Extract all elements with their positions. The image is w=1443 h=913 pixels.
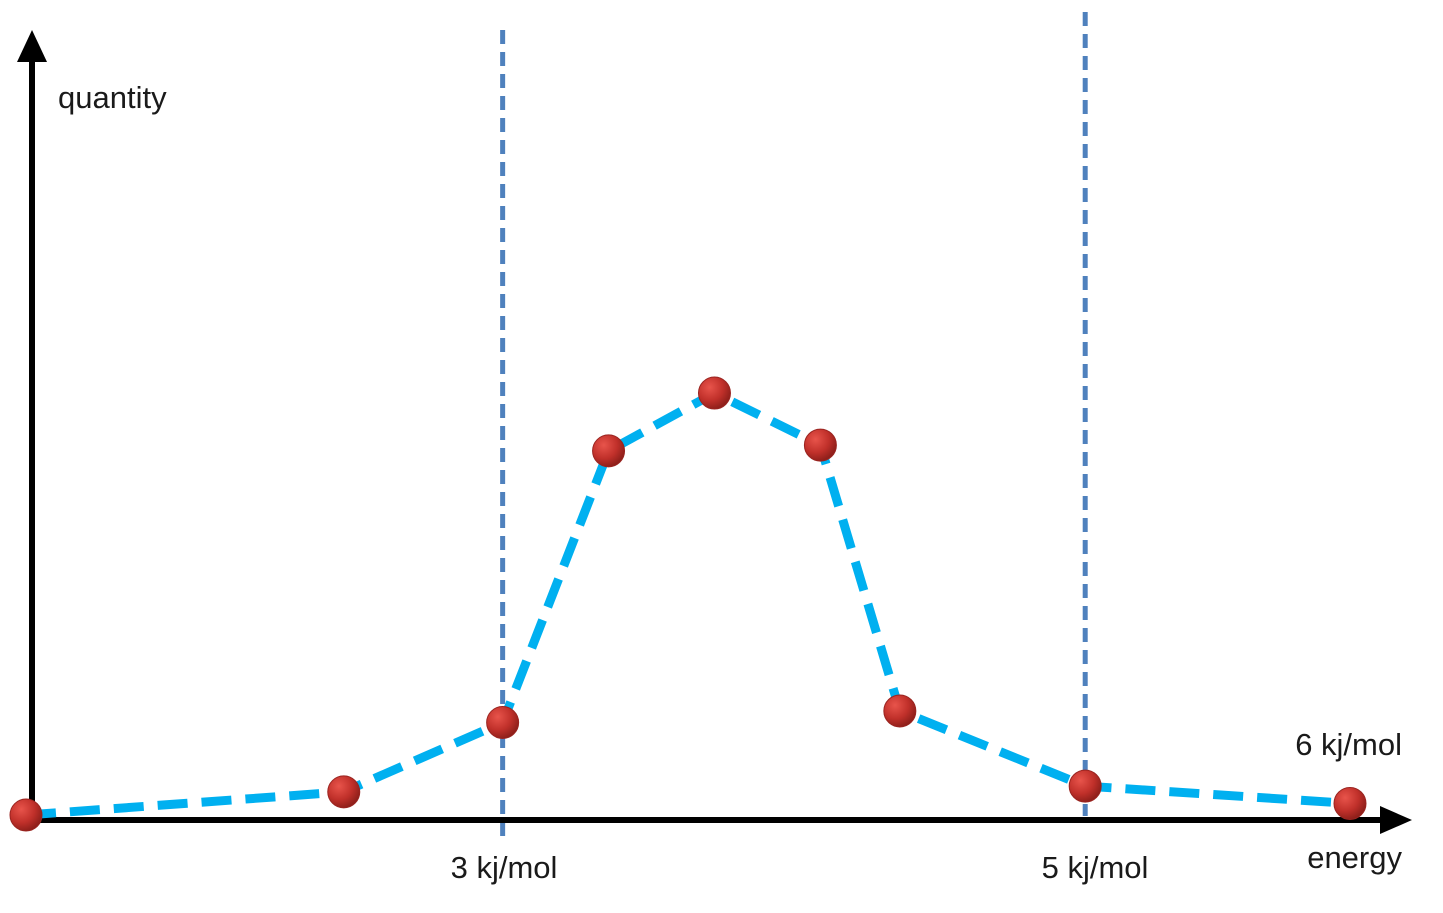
data-point (883, 694, 917, 728)
axes (17, 30, 1412, 834)
y-axis-arrow (17, 30, 47, 62)
data-point (327, 775, 361, 809)
vertical-markers (500, 12, 1088, 836)
y-axis-title: quantity (58, 80, 167, 115)
data-point (697, 376, 731, 410)
series-line (25, 388, 1351, 820)
data-point (1068, 769, 1102, 803)
data-point (1333, 786, 1367, 820)
data-point (486, 706, 520, 740)
data-point (9, 798, 43, 832)
series-group (9, 376, 1367, 832)
data-point (803, 428, 837, 462)
tick-label-3: 3 kj/mol (451, 850, 558, 885)
x-axis-arrow (1380, 806, 1412, 834)
data-point (592, 434, 626, 468)
x-axis-title: energy (1307, 840, 1402, 875)
tick-label-6: 6 kj/mol (1295, 727, 1402, 762)
tick-label-5: 5 kj/mol (1042, 850, 1149, 885)
